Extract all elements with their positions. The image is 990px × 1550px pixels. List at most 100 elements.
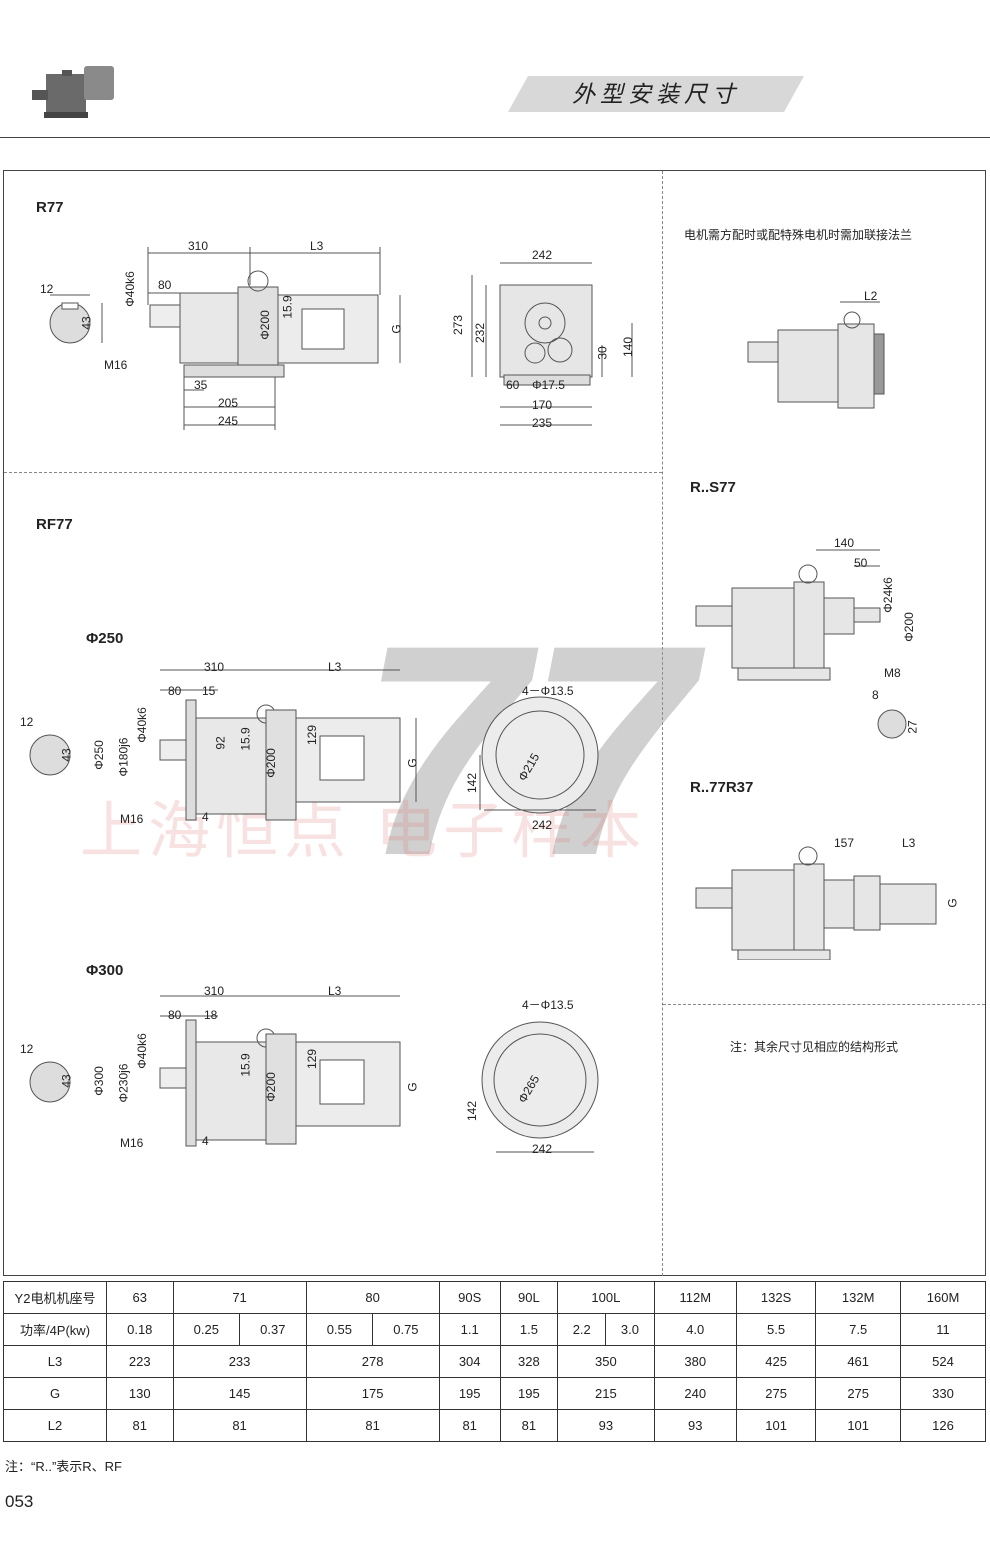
rf250-dL3: L3	[328, 660, 342, 674]
table-cell: 0.37	[239, 1313, 307, 1346]
rf300-holes: 4－Φ13.5	[522, 998, 574, 1012]
r77-d170: 170	[532, 398, 553, 412]
rf77-300-label: Φ300	[86, 962, 124, 979]
rf300-d12: 12	[20, 1042, 34, 1056]
section-divider-left	[4, 472, 662, 473]
r77-d140: 140	[621, 336, 636, 358]
table-cell: 90S	[438, 1281, 501, 1314]
table-cell: 350	[557, 1345, 655, 1378]
r77-d159: 15.9	[280, 295, 295, 319]
table-cell: 101	[815, 1409, 902, 1442]
r77-d60: 60	[506, 378, 520, 392]
r77r37-d157: 157	[834, 836, 855, 850]
flange-drawing	[747, 301, 885, 409]
table-cell: 240	[653, 1377, 737, 1410]
rs77-drawing	[695, 549, 907, 739]
dimension-table: Y2电机机座号 63 71 80 90S 90L 100L 112M 132S …	[3, 1281, 986, 1442]
table-cell: 2.2	[557, 1313, 607, 1346]
table-cell: 524	[900, 1345, 986, 1378]
r77-d35: 35	[194, 378, 208, 392]
section-divider-right	[663, 1004, 985, 1005]
rf300-m16: M16	[120, 1136, 144, 1150]
table-cell: 223	[106, 1345, 174, 1378]
table-cell: 93	[557, 1409, 655, 1442]
r77-m16: M16	[104, 358, 128, 372]
r77-phi40k6: Φ40k6	[122, 271, 137, 307]
table-cell: 330	[900, 1377, 986, 1410]
table-cell: 7.5	[815, 1313, 902, 1346]
table-cell: L3	[3, 1345, 107, 1378]
table-cell: 81	[172, 1409, 307, 1442]
table-cell: 63	[106, 1281, 174, 1314]
table-cell: 380	[653, 1345, 737, 1378]
r77-drawing	[49, 247, 633, 430]
rf77-250-drawing	[29, 669, 599, 821]
rf250-d142: 142	[465, 772, 480, 794]
rs77-d27: 27	[905, 720, 920, 734]
r77r37-dL3: L3	[902, 836, 916, 850]
r77-d242: 242	[532, 248, 553, 262]
rf300-d310: 310	[204, 984, 225, 998]
table-cell: 1.1	[438, 1313, 501, 1346]
table-cell: 81	[438, 1409, 501, 1442]
table-cell: 11	[900, 1313, 986, 1346]
rf250-d242: 242	[532, 818, 553, 832]
table-cell: 81	[305, 1409, 440, 1442]
table-cell: 278	[305, 1345, 440, 1378]
table-cell: 93	[653, 1409, 737, 1442]
rf250-dG: G	[405, 758, 420, 768]
r77-d235: 235	[532, 416, 553, 430]
rf300-d4: 4	[202, 1134, 209, 1148]
rs77-phi24k6: Φ24k6	[880, 577, 895, 613]
rf250-holes: 4－Φ13.5	[522, 684, 574, 698]
rf250-d310: 310	[204, 660, 225, 674]
header-divider	[0, 137, 990, 138]
rf250-m16: M16	[120, 812, 144, 826]
r77-d30: 30	[595, 346, 610, 360]
table-cell: 195	[499, 1377, 559, 1410]
r77-d310: 310	[188, 239, 209, 253]
table-cell: 71	[172, 1281, 307, 1314]
drawing-frame	[3, 170, 986, 1276]
table-cell: 461	[815, 1345, 902, 1378]
r77-d232: 232	[473, 322, 488, 344]
rf250-d43: 43	[59, 748, 74, 762]
rf250-d4: 4	[202, 810, 209, 824]
rf77-300-drawing	[29, 995, 599, 1153]
table-cell: 81	[106, 1409, 174, 1442]
table-cell: 126	[900, 1409, 986, 1442]
r77r37-drawing	[695, 846, 937, 960]
flange-note: 电机需方配时或配特殊电机时需加联接法兰	[684, 228, 913, 242]
table-row-l3: L3 223 233 278 304 328 350 380 425 461 5…	[3, 1345, 986, 1378]
rf300-d129: 129	[305, 1048, 320, 1070]
gear-motor-logo	[24, 56, 124, 126]
rs77-m8: M8	[884, 666, 901, 680]
table-row-frame: Y2电机机座号 63 71 80 90S 90L 100L 112M 132S …	[3, 1281, 986, 1314]
table-cell: 130	[106, 1377, 174, 1410]
table-cell: 304	[438, 1345, 501, 1378]
table-cell: 4.0	[653, 1313, 737, 1346]
rf250-d159: 15.9	[238, 727, 253, 751]
table-cell: 112M	[653, 1281, 737, 1314]
vertical-divider	[662, 171, 663, 1276]
rf300-d80: 80	[168, 1008, 182, 1022]
rf300-d18: 18	[204, 1008, 218, 1022]
footer-note: 注：“R..”表示R、RF	[5, 1459, 122, 1474]
r77-d245: 245	[218, 414, 239, 428]
r77-d80: 80	[158, 278, 172, 292]
rf300-phi230j6: Φ230j6	[116, 1063, 131, 1103]
table-cell: 0.55	[305, 1313, 374, 1346]
table-cell: 功率/4P(kw)	[3, 1313, 107, 1346]
r77-phi175: Φ17.5	[532, 378, 565, 392]
table-cell: 175	[305, 1377, 440, 1410]
table-cell: 0.75	[372, 1313, 440, 1346]
r77r37-dG: G	[945, 898, 960, 908]
table-cell: L2	[3, 1409, 107, 1442]
rf250-phi40k6: Φ40k6	[134, 707, 149, 743]
rf300-phi200: Φ200	[263, 1072, 278, 1102]
table-cell: 0.18	[106, 1313, 174, 1346]
rf250-d12: 12	[20, 715, 34, 729]
table-cell: 80	[305, 1281, 440, 1314]
table-cell: 132S	[735, 1281, 817, 1314]
rf300-d242: 242	[532, 1142, 553, 1156]
